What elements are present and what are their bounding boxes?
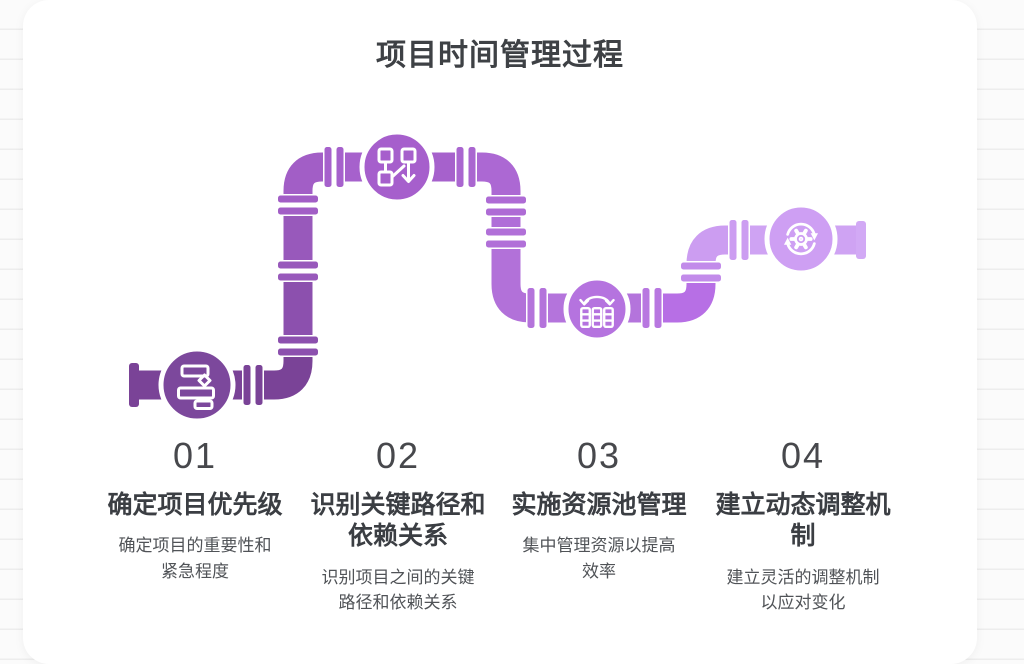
- step-description: 识别项目之间的关键路径和依赖关系: [321, 567, 475, 613]
- step-heading: 实施资源池管理: [511, 490, 687, 519]
- step-number: 01: [172, 435, 218, 476]
- step-heading: 确定项目优先级: [107, 490, 283, 519]
- page-title: 项目时间管理过程: [376, 39, 624, 72]
- step-description: 确定项目的重要性和紧急程度: [118, 536, 272, 581]
- step-description: 建立灵活的调整机制以应对变化: [726, 567, 880, 613]
- step-number: 04: [780, 435, 826, 476]
- step-1-column: 01 确定项目优先级 确定项目的重要性和紧急程度: [100, 436, 290, 584]
- step-number: 03: [576, 435, 622, 476]
- step-2-column: 02 识别关键路径和依赖关系 识别项目之间的关键路径和依赖关系: [303, 436, 493, 616]
- step-description: 集中管理资源以提高效率: [522, 536, 676, 581]
- step-4-column: 04 建立动态调整机制 建立灵活的调整机制以应对变化: [708, 436, 898, 616]
- step-heading: 识别关键路径和依赖关系: [310, 490, 486, 551]
- content-card: [23, 0, 977, 664]
- step-number: 02: [375, 435, 421, 476]
- step-heading: 建立动态调整机制: [715, 490, 891, 551]
- step-3-column: 03 实施资源池管理 集中管理资源以提高效率: [504, 436, 694, 584]
